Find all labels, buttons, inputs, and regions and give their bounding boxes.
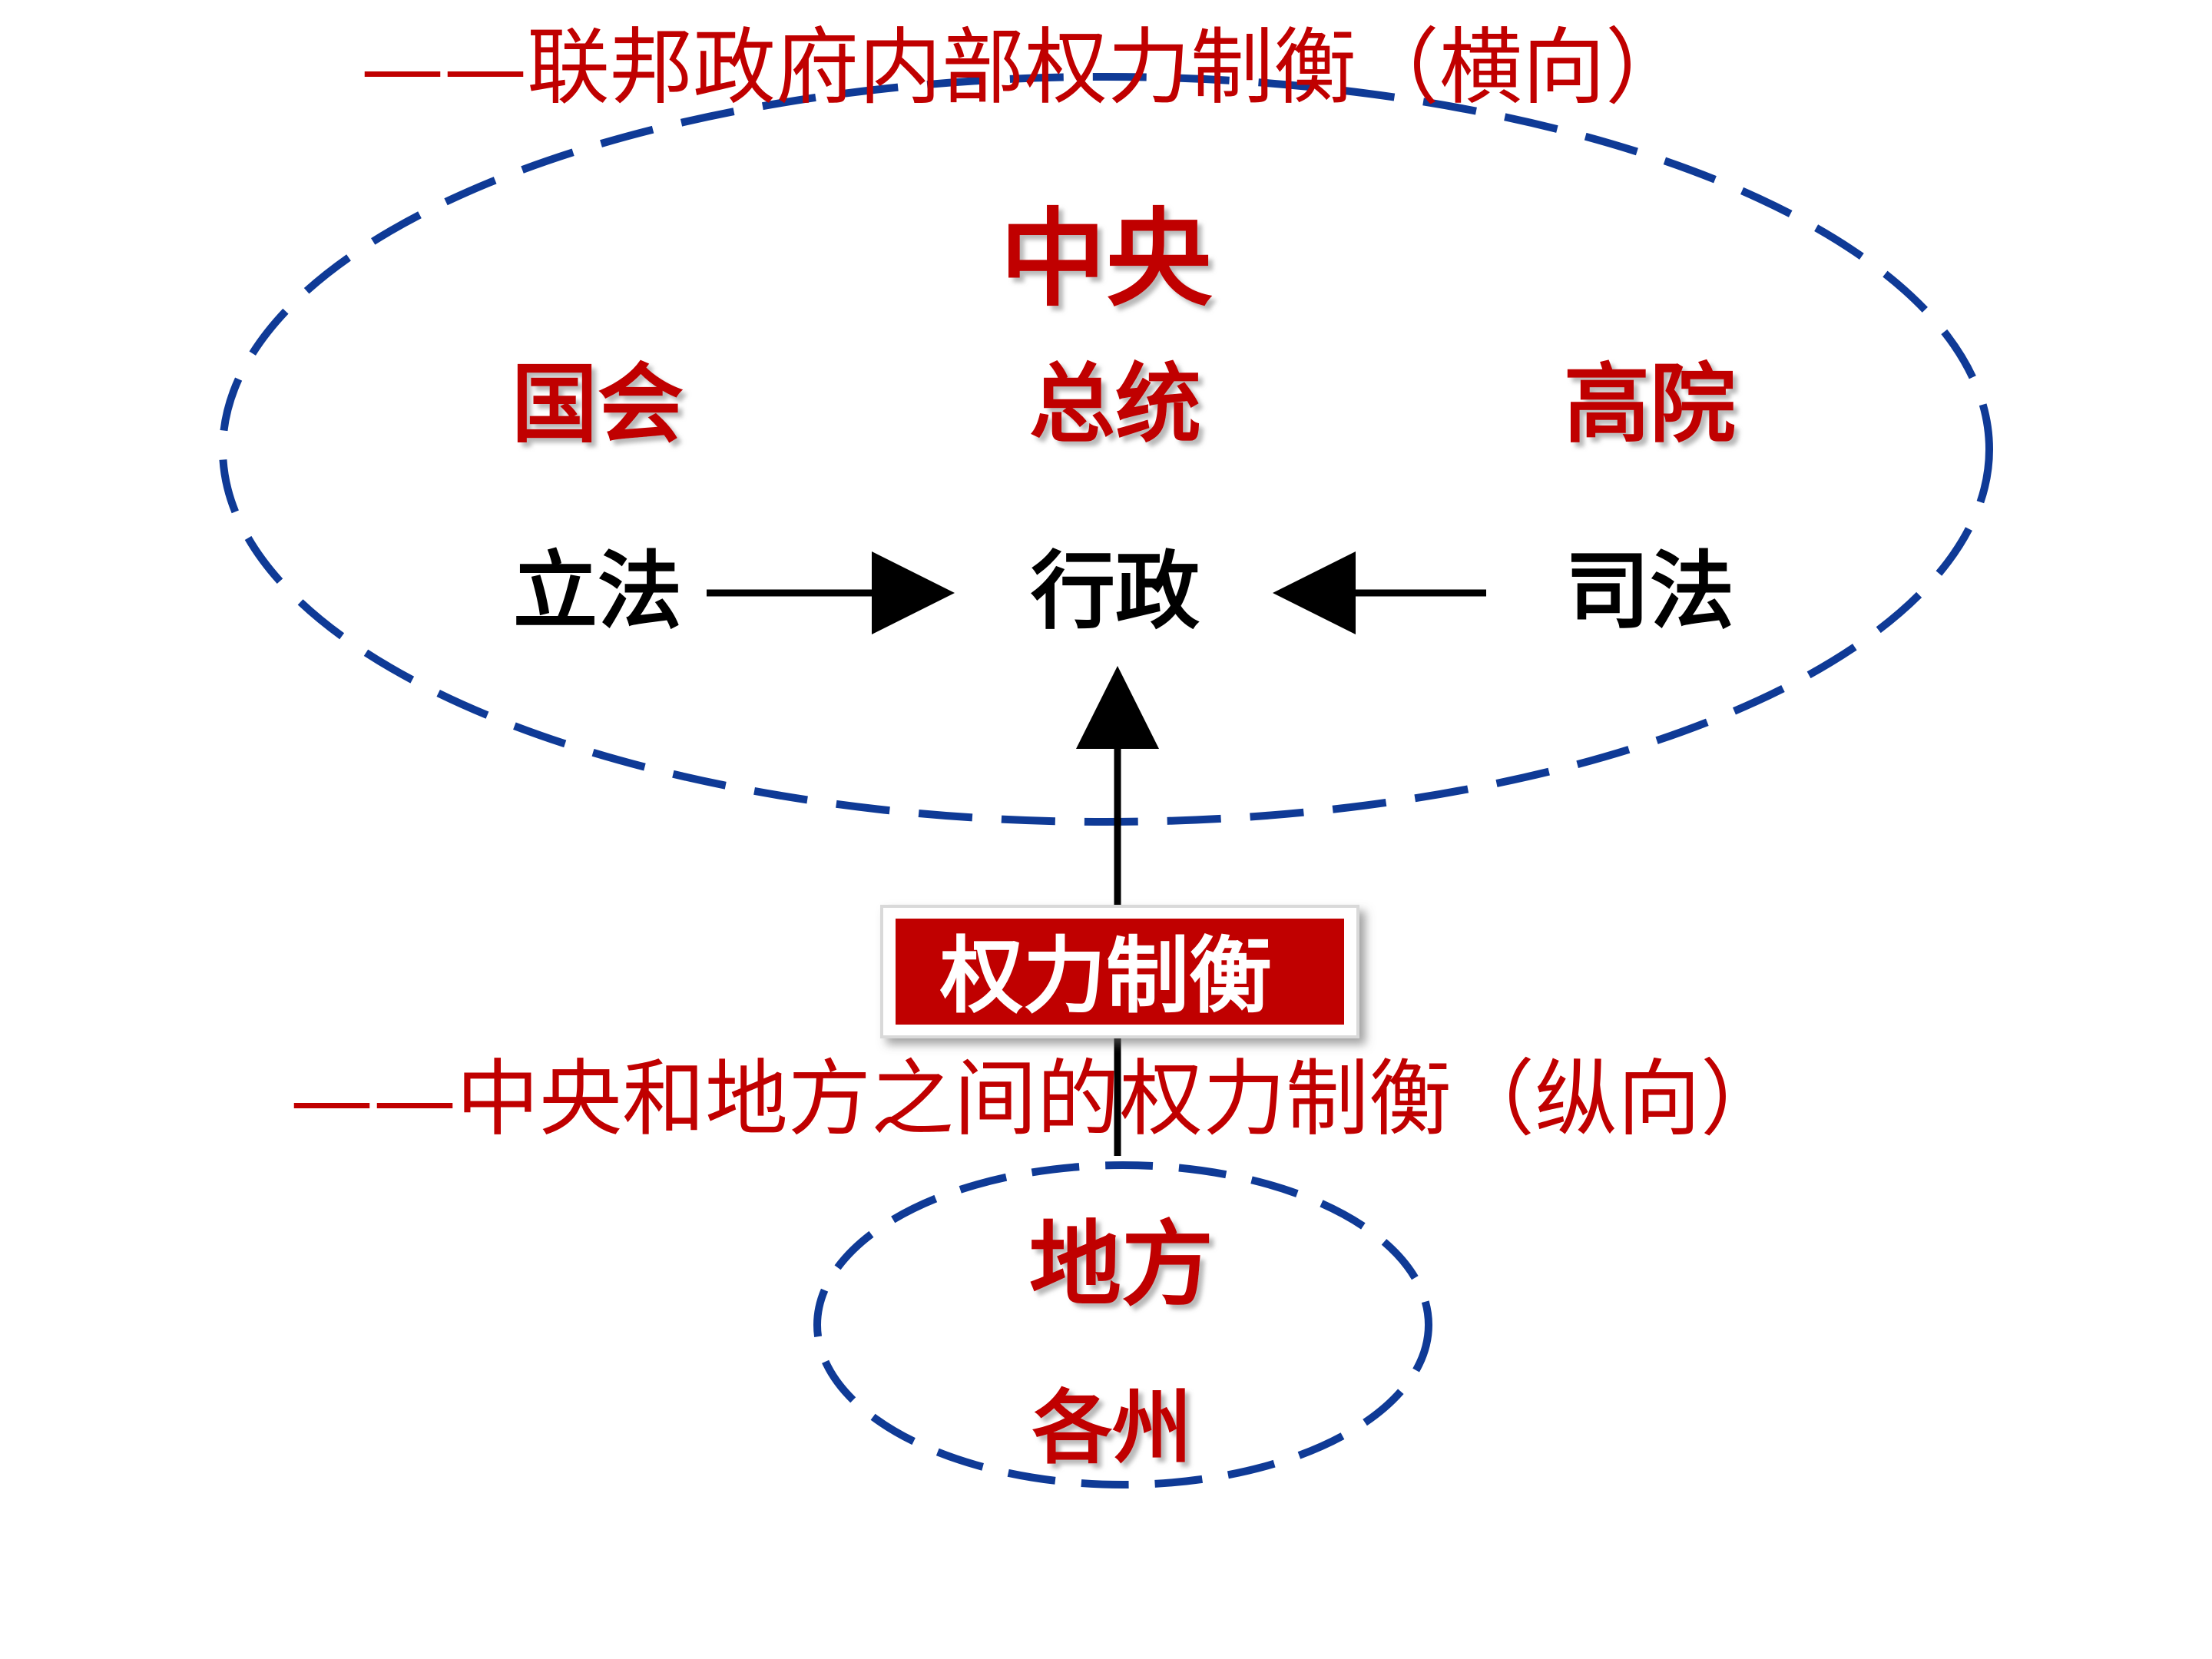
local-label: 地方 bbox=[1029, 1212, 1214, 1319]
institution-president: 总统 bbox=[1029, 355, 1201, 455]
checks-and-balances-box bbox=[880, 905, 1359, 1038]
central-label: 中央 bbox=[1000, 197, 1213, 321]
institution-supreme-court: 高院 bbox=[1564, 355, 1736, 455]
local-government-ellipse bbox=[813, 1161, 1432, 1488]
power-legislative: 立法 bbox=[513, 542, 682, 641]
states-label: 各州 bbox=[1032, 1381, 1192, 1475]
title-horizontal-checks: ——联邦政府内部权力制衡（横向） bbox=[361, 20, 1688, 116]
federal-government-ellipse bbox=[219, 73, 1993, 826]
power-judicial: 司法 bbox=[1565, 542, 1734, 641]
institution-congress: 国会 bbox=[512, 355, 684, 455]
title-vertical-checks: ——中央和地方之间的权力制衡（纵向） bbox=[290, 1051, 1783, 1147]
checks-and-balances-label: 权力制衡 bbox=[939, 929, 1272, 1025]
power-executive: 行政 bbox=[1031, 542, 1200, 641]
